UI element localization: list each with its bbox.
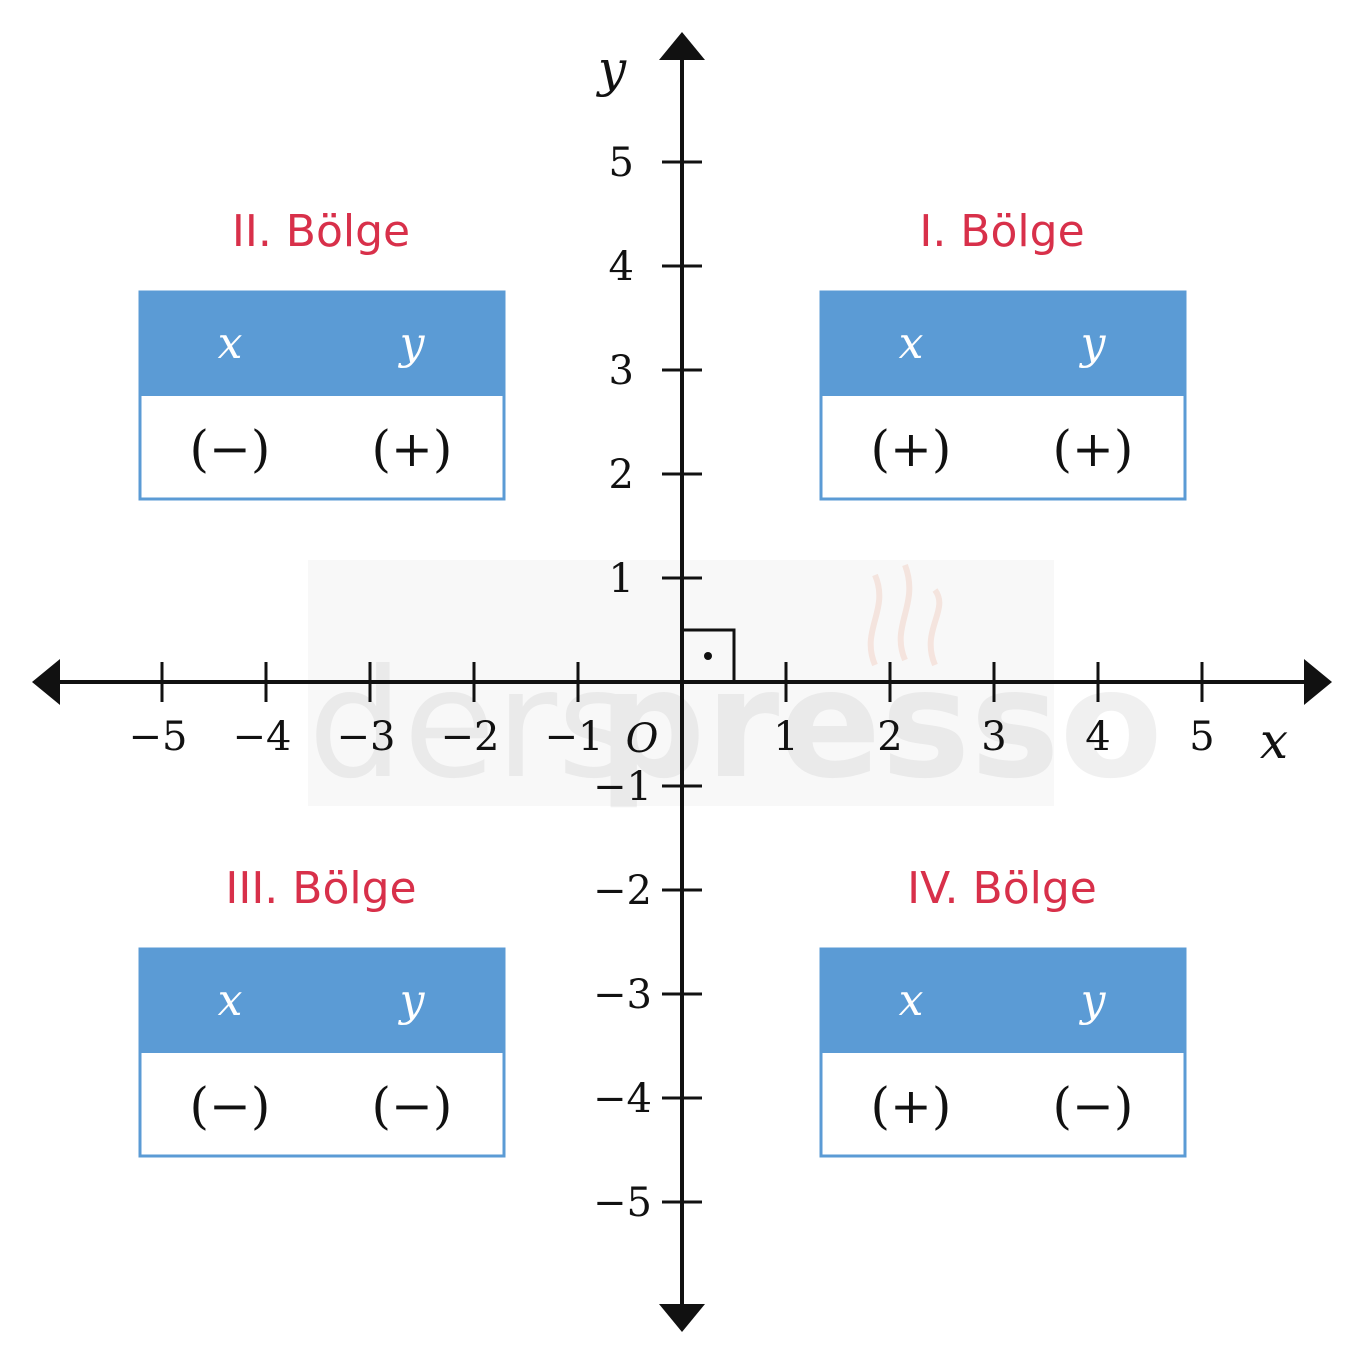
quadrant-title: IV. Bölge bbox=[907, 863, 1097, 914]
quadrant-3-panel: III. Bölge x y (−) (−) bbox=[138, 863, 506, 1158]
y-sign-value: (−) bbox=[372, 1077, 453, 1135]
header-x-label: x bbox=[218, 318, 243, 369]
header-y-label: y bbox=[398, 318, 426, 369]
x-axis-left-arrow-icon bbox=[32, 659, 60, 705]
x-tick-label: −2 bbox=[441, 714, 500, 760]
y-tick-label: −3 bbox=[593, 972, 652, 1018]
y-tick-label: 4 bbox=[609, 244, 634, 290]
y-tick-label: −1 bbox=[593, 764, 652, 810]
sign-table-header bbox=[140, 949, 504, 1053]
right-angle-marker bbox=[680, 628, 736, 684]
axes: −5 −4 −3 −2 −1 1 2 3 4 5 5 4 3 bbox=[32, 32, 1332, 1332]
sign-table-header bbox=[821, 949, 1185, 1053]
x-tick-label: 2 bbox=[877, 714, 902, 760]
x-tick-label: 4 bbox=[1085, 714, 1110, 760]
y-sign-value: (−) bbox=[1053, 1077, 1134, 1135]
y-axis-name: y bbox=[596, 40, 627, 98]
quadrant-4-panel: IV. Bölge x y (+) (−) bbox=[819, 863, 1187, 1158]
quadrant-title: I. Bölge bbox=[919, 206, 1084, 257]
y-axis-up-arrow-icon bbox=[659, 32, 705, 60]
y-tick-label: −4 bbox=[593, 1076, 652, 1122]
y-axis-tick-labels: 5 4 3 2 1 −1 −2 −3 −4 −5 bbox=[593, 140, 652, 1226]
x-axis-tick-labels: −5 −4 −3 −2 −1 1 2 3 4 5 bbox=[129, 714, 1215, 760]
y-axis-down-arrow-icon bbox=[659, 1304, 705, 1332]
watermark-logo: ders presso bbox=[308, 563, 1163, 812]
quadrant-title: III. Bölge bbox=[225, 863, 416, 914]
header-y-label: y bbox=[398, 975, 426, 1026]
y-tick-label: −5 bbox=[593, 1180, 652, 1226]
y-sign-value: (+) bbox=[372, 420, 453, 478]
x-sign-value: (+) bbox=[871, 1077, 952, 1135]
y-tick-label: 3 bbox=[609, 348, 634, 394]
x-sign-value: (+) bbox=[871, 420, 952, 478]
steam-icon bbox=[867, 563, 943, 667]
right-angle-dot bbox=[704, 652, 712, 660]
y-tick-label: 1 bbox=[609, 556, 634, 602]
x-axis-right-arrow-icon bbox=[1304, 659, 1332, 705]
watermark-text-light: ders bbox=[308, 638, 635, 812]
header-y-label: y bbox=[1079, 975, 1107, 1026]
x-sign-value: (−) bbox=[190, 1077, 271, 1135]
quadrant-1-panel: I. Bölge x y (+) (+) bbox=[819, 206, 1187, 501]
quadrant-title: II. Bölge bbox=[232, 206, 410, 257]
watermark-text-bold: presso bbox=[598, 638, 1163, 812]
header-y-label: y bbox=[1079, 318, 1107, 369]
x-tick-label: −4 bbox=[233, 714, 292, 760]
sign-table-header bbox=[821, 292, 1185, 396]
header-x-label: x bbox=[218, 975, 243, 1026]
y-axis-ticks bbox=[662, 160, 702, 1204]
x-axis-name: x bbox=[1260, 712, 1288, 770]
y-tick-label: −2 bbox=[593, 868, 652, 914]
x-axis-ticks bbox=[160, 662, 1204, 702]
y-tick-label: 2 bbox=[609, 452, 634, 498]
x-tick-label: 1 bbox=[773, 714, 798, 760]
header-x-label: x bbox=[899, 975, 924, 1026]
x-sign-value: (−) bbox=[190, 420, 271, 478]
sign-table-header bbox=[140, 292, 504, 396]
x-tick-label: 3 bbox=[981, 714, 1006, 760]
x-tick-label: −1 bbox=[545, 714, 604, 760]
x-tick-label: −5 bbox=[129, 714, 188, 760]
y-sign-value: (+) bbox=[1053, 420, 1134, 478]
origin-label: O bbox=[626, 716, 659, 762]
x-tick-label: 5 bbox=[1189, 714, 1214, 760]
y-tick-label: 5 bbox=[609, 140, 634, 186]
quadrant-2-panel: II. Bölge x y (−) (+) bbox=[138, 206, 506, 501]
header-x-label: x bbox=[899, 318, 924, 369]
x-tick-label: −3 bbox=[337, 714, 396, 760]
